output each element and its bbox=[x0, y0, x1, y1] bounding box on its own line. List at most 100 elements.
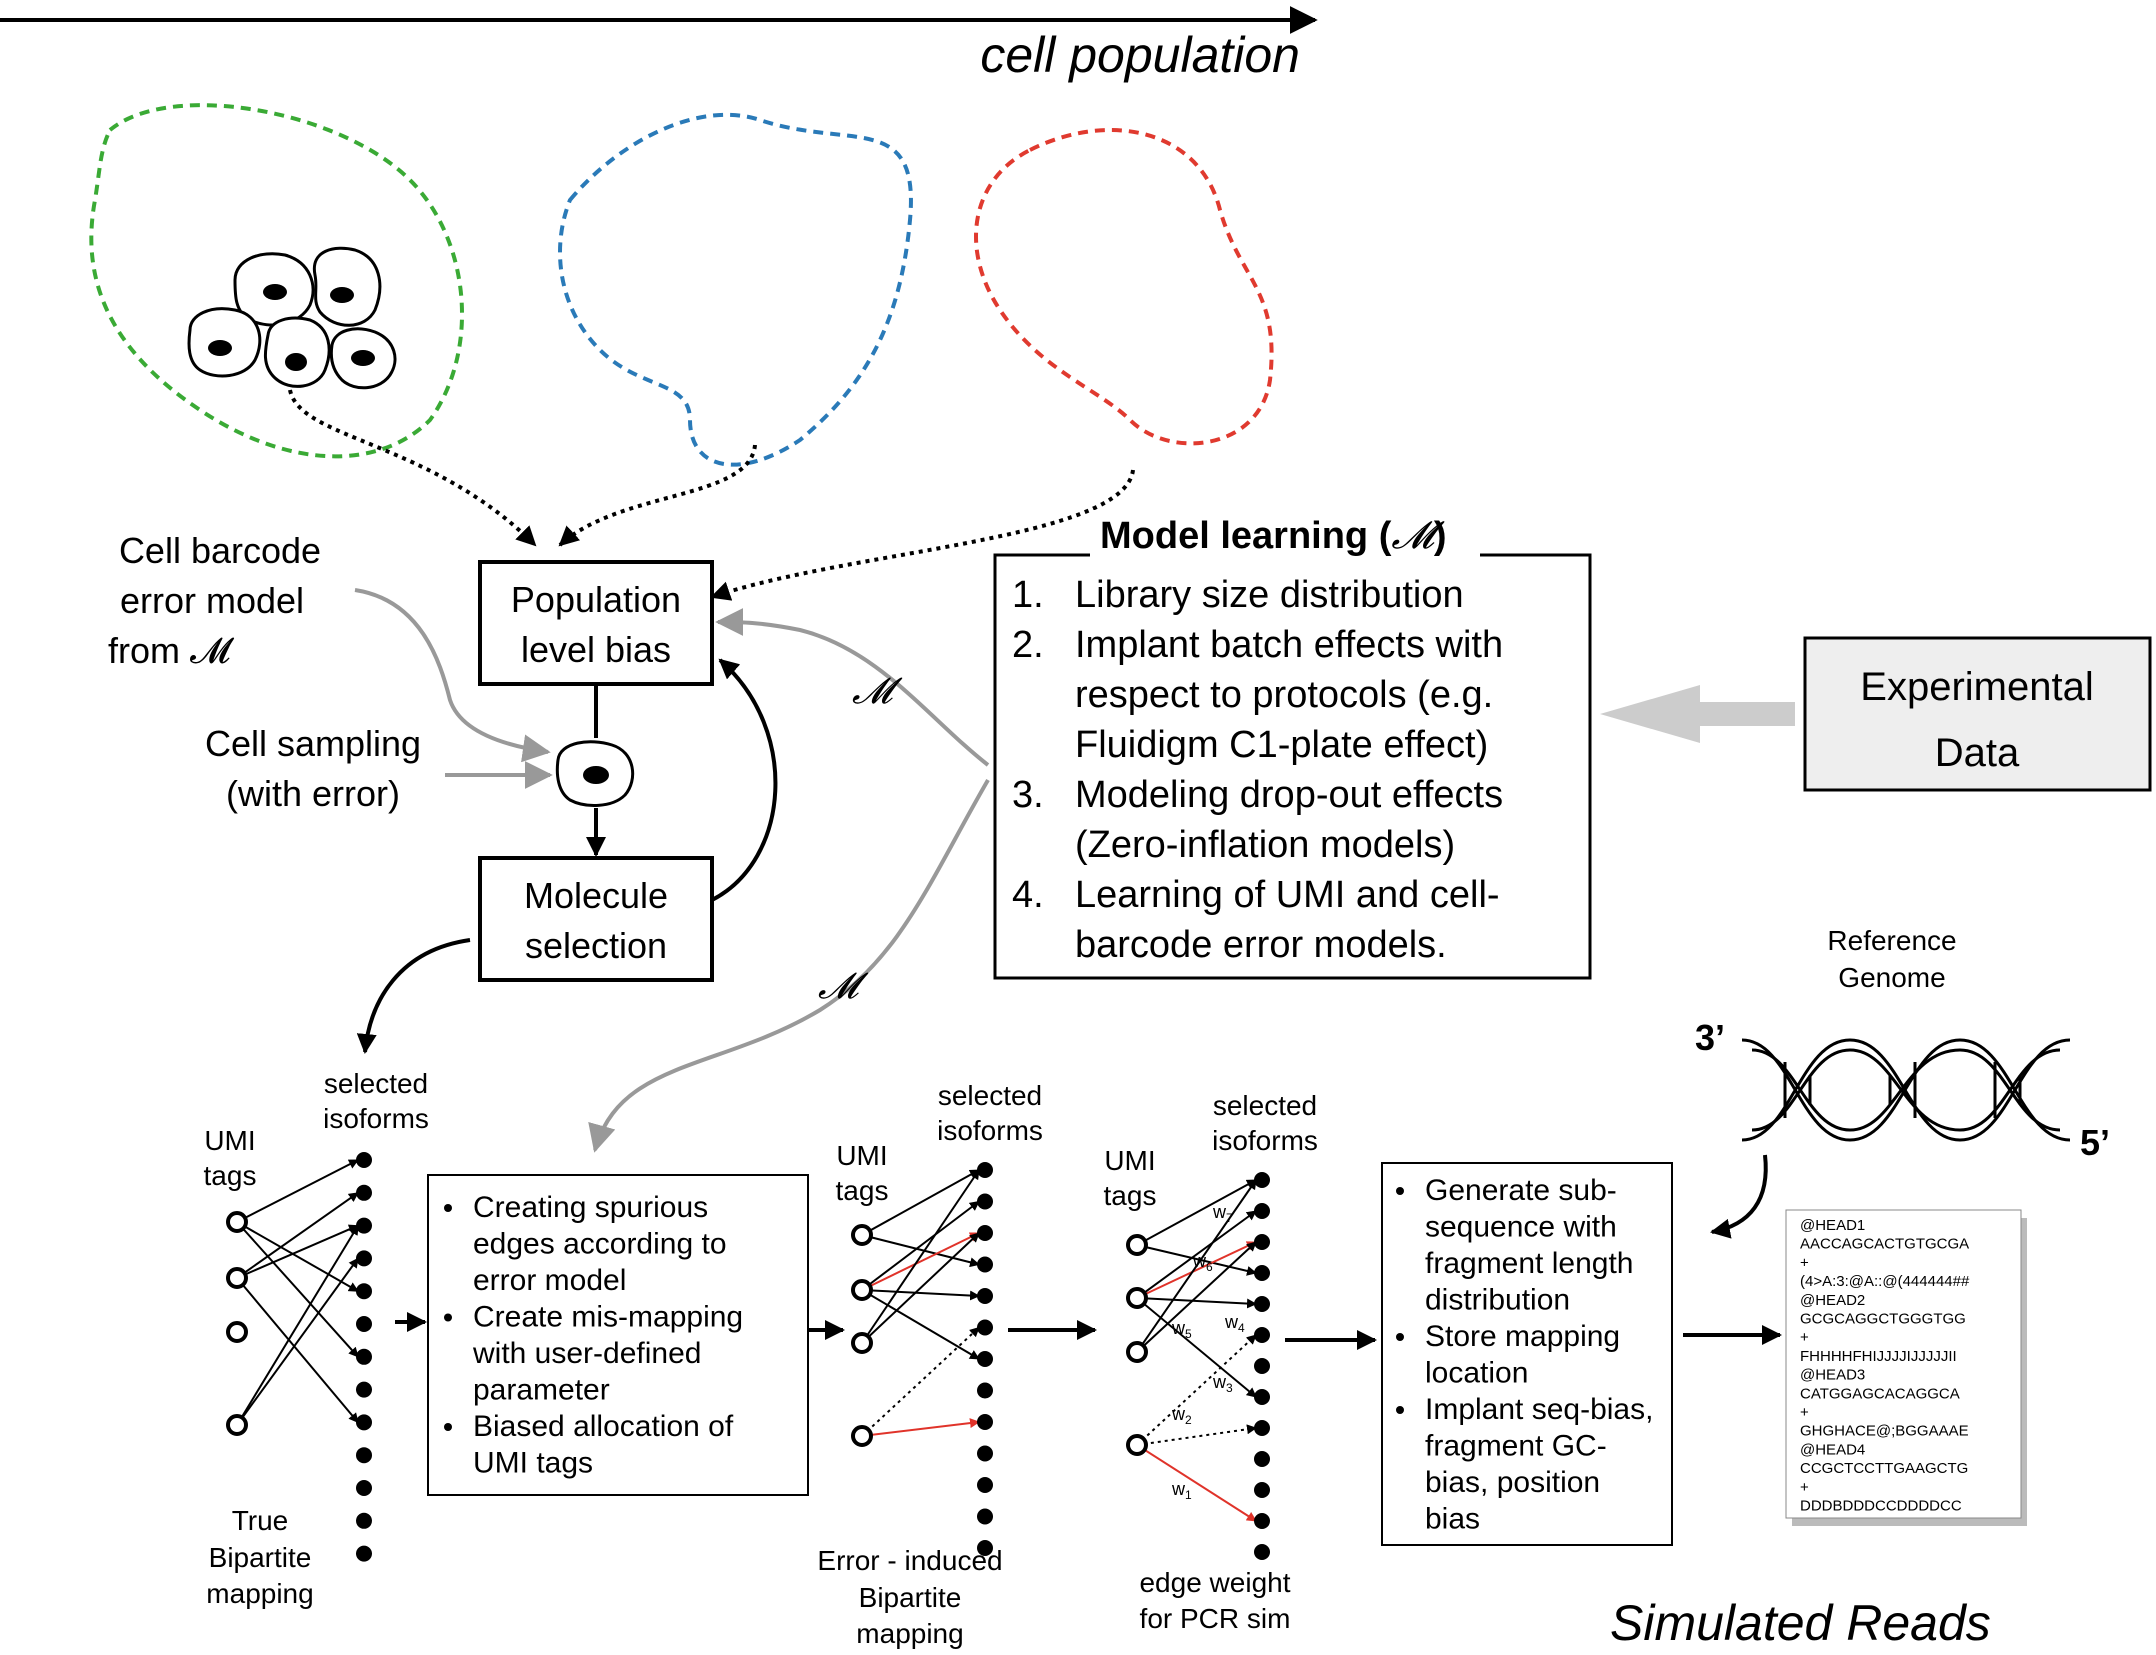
m-symbol-1: 𝓜 bbox=[852, 670, 903, 711]
true-isoforms-line2: isoforms bbox=[323, 1103, 429, 1134]
mapping-edge bbox=[236, 1159, 359, 1223]
isoform-node bbox=[977, 1319, 993, 1336]
fastq-line: + bbox=[1800, 1254, 1809, 1271]
isoform-node bbox=[977, 1288, 993, 1304]
error-model-item: Create mis-mapping bbox=[473, 1301, 743, 1334]
red-population-blob bbox=[974, 128, 1274, 446]
fastq-line: FHHHHFHIJJJJIJJJJJII bbox=[1800, 1348, 1957, 1365]
fastq-line: GCGCAGGCTGGGTGG bbox=[1800, 1311, 1966, 1328]
true-caption-line2: Bipartite bbox=[209, 1542, 312, 1573]
mapping-edge bbox=[861, 1289, 980, 1301]
model-item-text: Modeling drop-out effects bbox=[1075, 774, 1503, 816]
mapping-edge bbox=[861, 1169, 980, 1344]
true-caption-line1: True bbox=[232, 1505, 289, 1536]
blue-to-bias-arrow bbox=[558, 444, 757, 547]
model-item-number: 2. bbox=[1012, 624, 1044, 666]
error-model-item: UMI tags bbox=[473, 1447, 593, 1480]
cell-barcode-line1: Cell barcode bbox=[119, 530, 321, 571]
err-isoforms-line1: selected bbox=[938, 1080, 1042, 1111]
umi-node bbox=[226, 1267, 248, 1289]
cell-sampling-line2: (with error) bbox=[226, 773, 400, 814]
mapping-edge bbox=[236, 1221, 359, 1358]
edge-weight-label: w1 bbox=[1171, 1479, 1192, 1502]
blue-population-blob bbox=[558, 112, 913, 467]
umi-node bbox=[226, 1321, 248, 1343]
w-isoforms-line2: isoforms bbox=[1212, 1125, 1318, 1156]
isoform-node bbox=[356, 1512, 372, 1529]
genome-to-reads-arrow bbox=[1710, 1154, 1768, 1239]
edge-weight-label: w3 bbox=[1212, 1372, 1233, 1395]
fastq-line: + bbox=[1800, 1404, 1809, 1421]
fastq-line: DDDBDDDCCDDDDCC bbox=[1800, 1498, 1962, 1515]
molecule-selection-box bbox=[478, 856, 714, 982]
fastq-line: + bbox=[1800, 1479, 1809, 1496]
experimental-to-model-arrow bbox=[1600, 685, 1795, 743]
isoform-node bbox=[1254, 1420, 1270, 1436]
isoform-node bbox=[977, 1414, 993, 1430]
error-induced-mapping bbox=[851, 1162, 993, 1556]
model-item-text: Learning of UMI and cell- bbox=[1075, 874, 1500, 916]
axis-label: cell population bbox=[980, 27, 1300, 83]
mapping-edge bbox=[861, 1289, 980, 1360]
fastq-line: + bbox=[1800, 1329, 1809, 1346]
fastq-line: CATGGAGCACAGGCA bbox=[1800, 1385, 1960, 1402]
isoform-node bbox=[356, 1283, 372, 1300]
generation-item: location bbox=[1425, 1357, 1528, 1390]
umi-node bbox=[851, 1224, 873, 1246]
err-caption-line2: Bipartite bbox=[859, 1582, 962, 1613]
mapping-edge bbox=[1136, 1210, 1257, 1299]
population-bias-box bbox=[478, 560, 714, 686]
bullet-dot bbox=[444, 1204, 452, 1212]
fastq-reads: @HEAD1AACCAGCACTGTGCGA+(4>A:3:@A::@(4444… bbox=[1800, 1217, 1970, 1515]
isoform-node bbox=[977, 1193, 993, 1210]
w-caption-line2: for PCR sim bbox=[1140, 1603, 1291, 1634]
cell-nuclei bbox=[208, 284, 375, 371]
model-item-text: Fluidigm C1-plate effect) bbox=[1075, 724, 1488, 766]
fastq-line: @HEAD4 bbox=[1800, 1441, 1865, 1458]
model-item-number: 1. bbox=[1012, 574, 1044, 616]
isoform-node bbox=[356, 1414, 372, 1431]
model-item-number: 4. bbox=[1012, 874, 1044, 916]
mapping-edge bbox=[236, 1224, 359, 1279]
mapping-edge bbox=[1136, 1297, 1257, 1398]
molecule-to-bias-loop bbox=[711, 658, 778, 902]
mapping-edge bbox=[1136, 1179, 1257, 1353]
isoform-node bbox=[356, 1381, 372, 1398]
green-to-bias-arrow bbox=[288, 389, 537, 547]
umi-node bbox=[226, 1211, 248, 1233]
isoform-node bbox=[356, 1217, 372, 1234]
mapping-edge bbox=[236, 1277, 359, 1424]
mapping-edge bbox=[861, 1234, 980, 1268]
cell-sampling-line1: Cell sampling bbox=[205, 723, 421, 764]
error-model-item: parameter bbox=[473, 1374, 610, 1407]
isoform-node bbox=[356, 1545, 372, 1562]
edge-weight-label: w5 bbox=[1171, 1318, 1192, 1341]
model-item-text: respect to protocols (e.g. bbox=[1075, 674, 1493, 716]
mapping-edge bbox=[861, 1326, 980, 1437]
mapping-edge bbox=[861, 1418, 980, 1437]
bullet-dot bbox=[444, 1423, 452, 1431]
generation-item: bias bbox=[1425, 1503, 1480, 1536]
error-model-item: edges according to bbox=[473, 1228, 727, 1261]
mapping-edge bbox=[1136, 1241, 1257, 1353]
isoform-node bbox=[977, 1162, 993, 1178]
molecule-selection-line1: Molecule bbox=[524, 875, 668, 916]
dna-helix-icon bbox=[1741, 1038, 2071, 1142]
true-bipartite-mapping bbox=[226, 1152, 372, 1562]
fastq-line: (4>A:3:@A::@(444444## bbox=[1800, 1273, 1970, 1290]
mapping-edge bbox=[236, 1257, 359, 1426]
green-population-blob bbox=[89, 103, 464, 459]
fastq-line: @HEAD3 bbox=[1800, 1367, 1865, 1384]
mapping-edge bbox=[1136, 1424, 1257, 1446]
mapping-edge bbox=[861, 1169, 980, 1236]
true-caption-line3: mapping bbox=[206, 1578, 313, 1609]
isoform-node bbox=[977, 1382, 993, 1399]
isoform-node bbox=[356, 1480, 372, 1496]
isoform-node bbox=[1254, 1513, 1270, 1529]
error-model-item: with user-defined bbox=[472, 1337, 701, 1370]
w-umi-line1: UMI bbox=[1104, 1145, 1155, 1176]
generation-item: fragment length bbox=[1425, 1247, 1633, 1280]
